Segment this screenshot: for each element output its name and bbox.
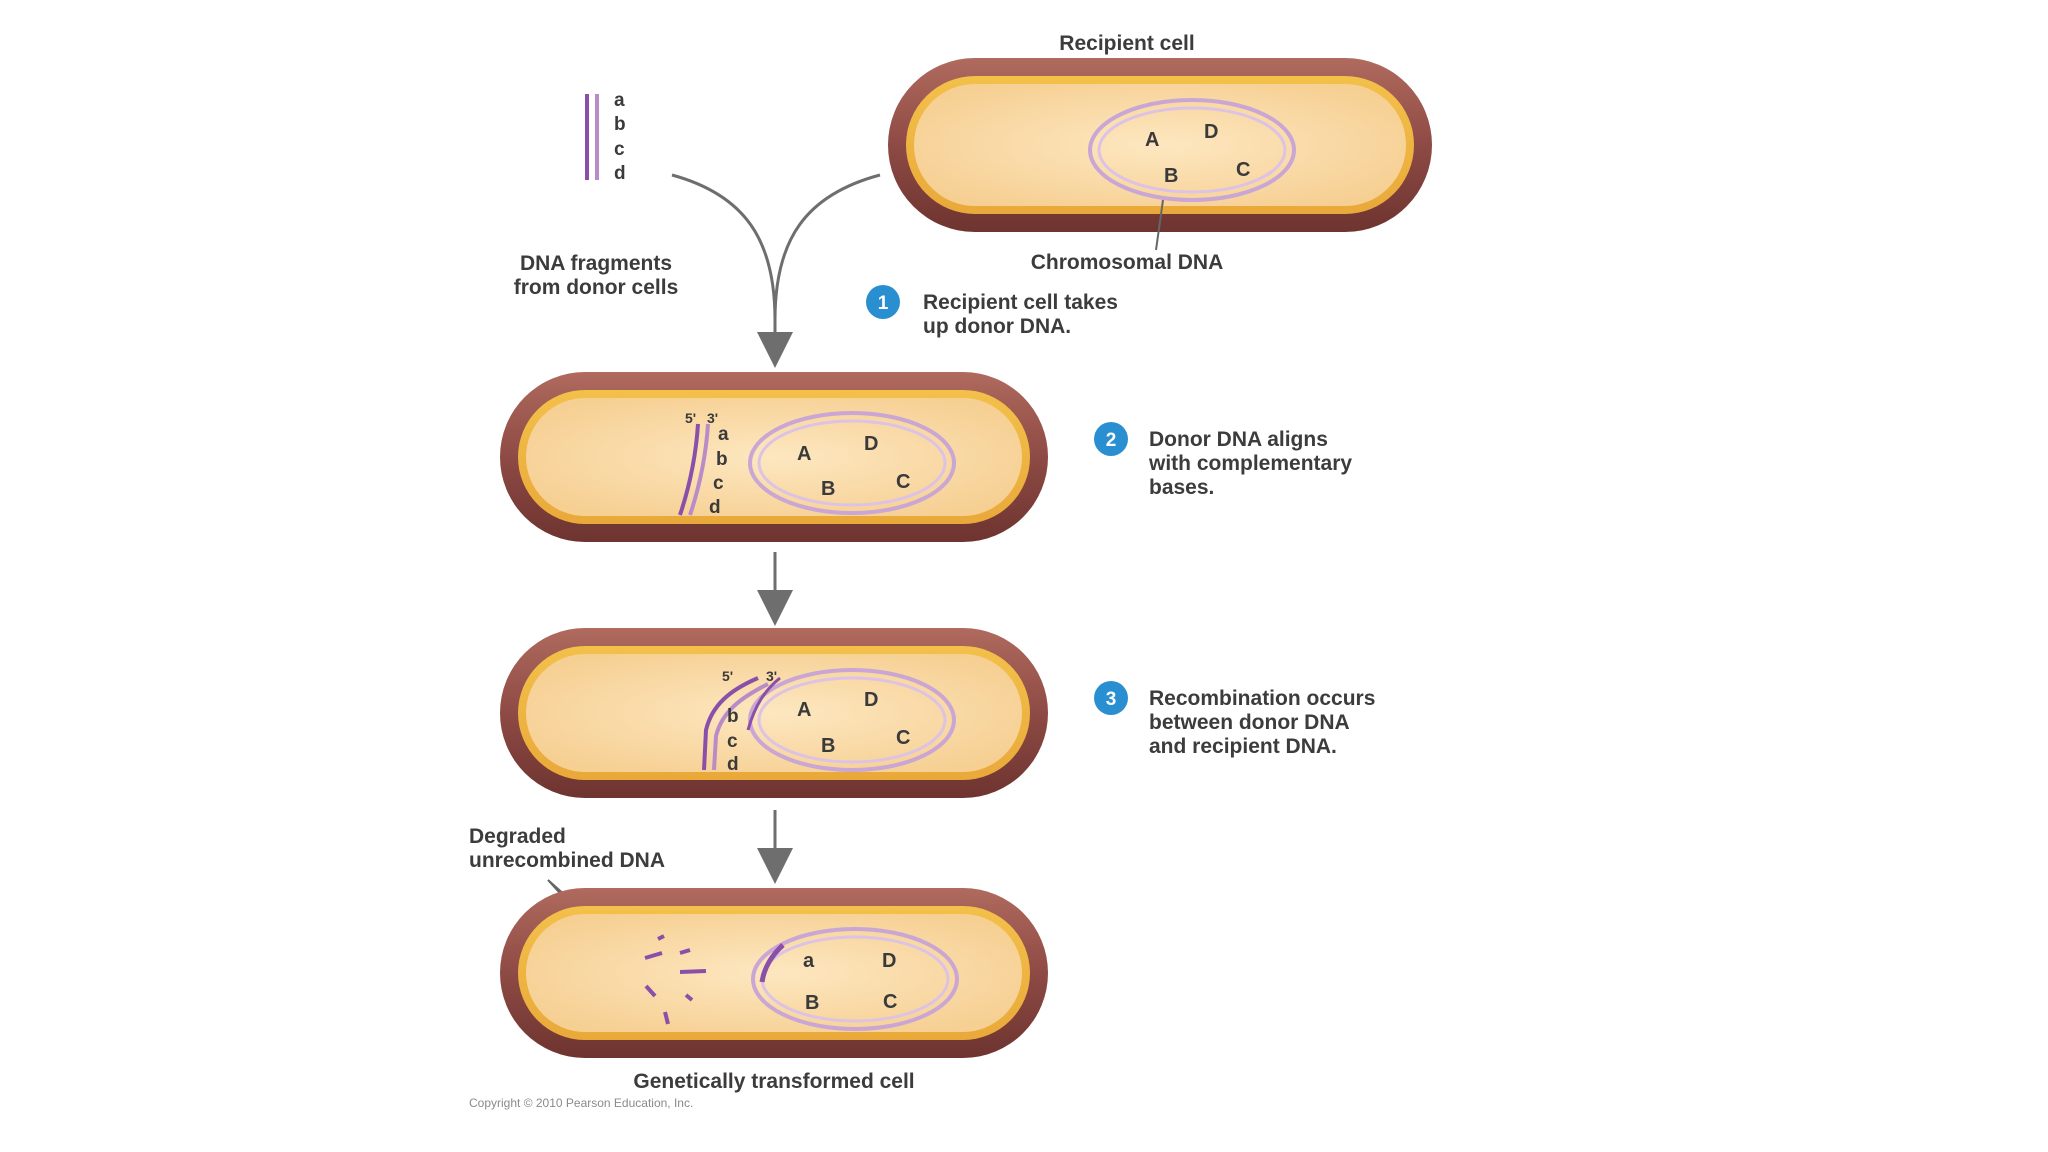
chromosomal-dna-ring-2 [748, 411, 956, 515]
donor-gene-c: c [614, 139, 625, 160]
chromosomal-dna-label: Chromosomal DNA [1031, 251, 1224, 274]
step-3: 3 Recombination occurs between donor DNA… [1094, 681, 1375, 758]
dna-fragments-label-line1: DNA fragments [520, 252, 672, 275]
step4-gene-D: D [882, 950, 896, 972]
recipient-cell: A D B C [888, 58, 1432, 232]
chromosomal-dna-ring-4 [751, 927, 959, 1031]
cell-step-2: 5' 3' a b c d A D B C [500, 372, 1048, 542]
step3-strand-end-3: 3' [766, 668, 777, 684]
step-1-text-line1: Recipient cell takes [923, 291, 1118, 314]
copyright-notice: Copyright © 2010 Pearson Education, Inc. [469, 1096, 693, 1110]
step3-strand-end-5: 5' [722, 668, 733, 684]
step2-chrom-D: D [864, 433, 878, 455]
step3-chrom-A: A [797, 699, 811, 721]
step-1: 1 Recipient cell takes up donor DNA. [866, 285, 1118, 338]
recombining-dna [702, 676, 781, 771]
step3-gene-d: d [727, 754, 739, 775]
step-1-badge [866, 285, 900, 319]
step-2-badge [1094, 422, 1128, 456]
step-2-text-line1: Donor DNA aligns [1149, 428, 1328, 451]
donor-dna-aligned [678, 423, 710, 516]
step2-chrom-B: B [821, 478, 835, 500]
step4-gene-C: C [883, 991, 897, 1013]
step-3-text-line2: between donor DNA [1149, 711, 1350, 734]
step2-gene-a: a [718, 424, 729, 445]
strand-end-5: 5' [685, 410, 696, 426]
step3-chrom-C: C [896, 727, 910, 749]
step-2: 2 Donor DNA aligns with complementary ba… [1094, 422, 1352, 499]
step3-chrom-D: D [864, 689, 878, 711]
step-2-text-line2: with complementary [1148, 452, 1352, 475]
degraded-dna-fragments [644, 934, 707, 1025]
step-3-text-line1: Recombination occurs [1149, 687, 1375, 710]
chromosomal-dna-leader [1155, 199, 1164, 251]
gene-D: D [1204, 121, 1218, 143]
donor-gene-b: b [614, 114, 626, 135]
step3-gene-b: b [727, 706, 739, 727]
step-2-number: 2 [1106, 430, 1117, 451]
step2-chrom-C: C [896, 471, 910, 493]
step-3-badge [1094, 681, 1128, 715]
cell-step-3: 5' 3' b c d A D B C [500, 628, 1048, 798]
converging-arrow [671, 173, 881, 368]
donor-gene-d: d [614, 163, 626, 184]
step3-chrom-B: B [821, 735, 835, 757]
step-2-text-line3: bases. [1149, 476, 1214, 499]
dna-fragments-label-line2: from donor cells [514, 276, 679, 299]
step2-gene-d: d [709, 497, 721, 518]
gene-A: A [1145, 129, 1159, 151]
step-3-text-line3: and recipient DNA. [1149, 735, 1337, 758]
step-3-number: 3 [1106, 689, 1117, 710]
donor-dna-fragment: a b c d [585, 90, 626, 184]
gene-B: B [1164, 165, 1178, 187]
step4-gene-B: B [805, 992, 819, 1014]
transformed-cell: a D B C [500, 888, 1048, 1058]
step2-gene-c: c [713, 473, 724, 494]
step2-chrom-A: A [797, 443, 811, 465]
degraded-dna-label-line2: unrecombined DNA [469, 849, 665, 872]
step-1-number: 1 [878, 293, 889, 314]
gene-C: C [1236, 159, 1250, 181]
step4-gene-a: a [803, 950, 815, 972]
recipient-cell-label: Recipient cell [1059, 32, 1194, 55]
degraded-dna-label-line1: Degraded [469, 825, 566, 848]
strand-end-3: 3' [707, 410, 718, 426]
step3-gene-c: c [727, 731, 738, 752]
donor-gene-a: a [614, 90, 625, 111]
transformed-cell-label: Genetically transformed cell [633, 1070, 914, 1093]
step2-gene-b: b [716, 449, 728, 470]
step-1-text-line2: up donor DNA. [923, 315, 1071, 338]
chromosomal-dna-ring [1088, 98, 1296, 202]
